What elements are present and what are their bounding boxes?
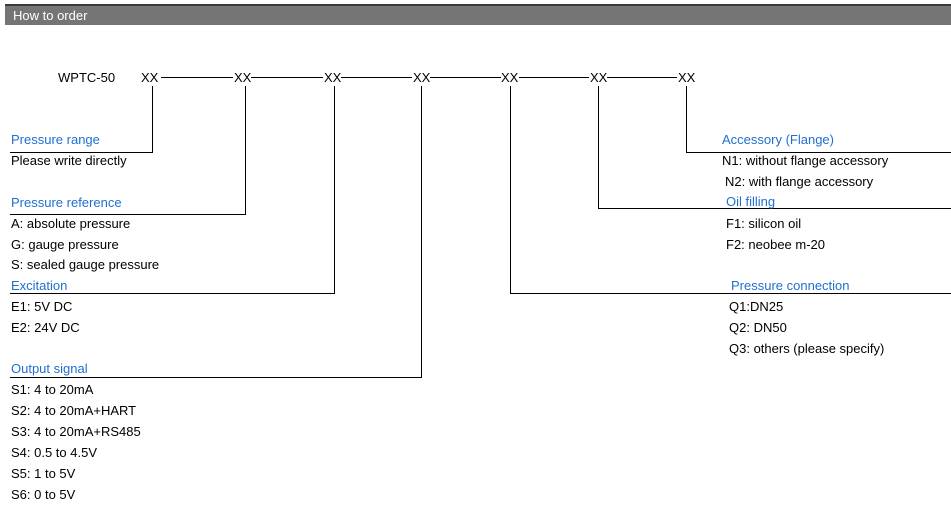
option-item: S5: 1 to 5V [11,466,76,481]
group-title-oil-filling: Oil filling [726,194,776,209]
group-title-excitation: Excitation [11,278,68,293]
group-title-pressure-connection: Pressure connection [731,278,850,293]
option-item: S6: 0 to 5V [11,487,76,502]
option-item: S1: 4 to 20mA [11,382,94,397]
group-title-accessory-flange: Accessory (Flange) [722,132,834,147]
option-item: Q2: DN50 [729,320,787,335]
group-title-output-signal: Output signal [11,361,88,376]
code-segment-4: XX [413,70,431,85]
option-item: Q1:DN25 [729,299,784,314]
code-segment-1: XX [141,70,159,85]
group-title-pressure-reference: Pressure reference [11,195,122,210]
connector-pressure-connection [510,86,951,294]
option-item: S3: 4 to 20mA+RS485 [11,424,141,439]
model-code: WPTC-50 [58,70,116,85]
option-item: S4: 0.5 to 4.5V [11,445,98,460]
option-item: F1: silicon oil [726,216,802,231]
option-item: F2: neobee m-20 [726,237,826,252]
connector-output-signal [10,86,422,378]
option-item: S2: 4 to 20mA+HART [11,403,137,418]
connector-pressure-range [10,86,153,153]
option-item: E2: 24V DC [11,320,80,335]
option-item: A: absolute pressure [11,216,131,231]
connector-excitation [10,86,335,294]
section-title: How to order [13,8,88,23]
option-item: G: gauge pressure [11,237,119,252]
option-item: Please write directly [11,153,127,168]
option-item: N2: with flange accessory [725,174,874,189]
option-item: S: sealed gauge pressure [11,257,160,272]
connector-oil-filling [598,86,951,209]
code-segment-6: XX [590,70,608,85]
code-segment-3: XX [324,70,342,85]
option-item: E1: 5V DC [11,299,73,314]
code-segment-2: XX [234,70,252,85]
code-segment-7: XX [678,70,696,85]
section-header-bar: How to order [5,4,951,25]
connector-accessory [686,86,951,153]
connector-pressure-reference [10,86,246,215]
code-segment-5: XX [501,70,519,85]
option-item: Q3: others (please specify) [729,341,885,356]
group-title-pressure-range: Pressure range [11,132,100,147]
option-item: N1: without flange accessory [722,153,889,168]
